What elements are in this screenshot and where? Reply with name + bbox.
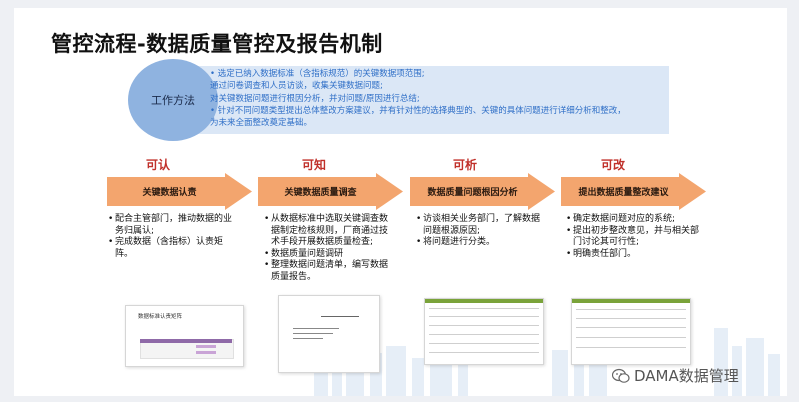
stage-bullets-3: •访谈相关业务部门，了解数据问题根源原因; •将问题进行分类。 xyxy=(416,214,548,249)
table-header-bar xyxy=(140,339,232,343)
table-row xyxy=(429,316,539,317)
table-row xyxy=(576,347,686,348)
stage-label-4: 可改 xyxy=(601,158,626,172)
method-text: • 选定已纳入数据标准（含指标规范）的关键数据项范围; 通过问卷调查和人员访谈，… xyxy=(210,68,680,129)
table-row xyxy=(576,318,686,319)
stage-arrow-3: 数据质量问题根因分析 xyxy=(410,173,555,210)
document-title: 数据标准认责矩阵 xyxy=(138,314,183,320)
table-row xyxy=(576,327,686,328)
slide-title: 管控流程-数据质量管控及报告机制 xyxy=(51,32,383,56)
list-item: •明确责任部门。 xyxy=(566,248,637,259)
list-item: •从数据标准中选取关键调查数据制定检核规则，厂商通过技术手段开展数据质量检查; xyxy=(264,214,389,248)
stage-bullets-4: •确定数据问题对应的系统; •提出初步整改意见，并与相关部门讨论其可行性; •明… xyxy=(566,214,701,260)
list-item: •将问题进行分类。 xyxy=(416,237,496,248)
table-cell xyxy=(196,351,216,354)
table-row xyxy=(429,352,539,353)
list-item: •数据质量问题调研 xyxy=(264,248,344,259)
stage-arrow-4: 提出数据质量整改建议 xyxy=(561,173,706,210)
method-line: • 选定已纳入数据标准（含指标规范）的关键数据项范围; xyxy=(210,69,425,79)
list-item: •确定数据问题对应的系统; xyxy=(566,214,676,224)
table-cell xyxy=(196,345,216,348)
stage-arrow-1: 关键数据认责 xyxy=(107,173,252,210)
stage-bullets-2: •从数据标准中选取关键调查数据制定检核规则，厂商通过技术手段开展数据质量检查; … xyxy=(264,214,396,284)
method-line: 为未来全面整改奠定基础。 xyxy=(210,118,313,129)
stage-arrow-label-4: 提出数据质量整改建议 xyxy=(578,188,669,198)
watermark: DAMA数据管理 xyxy=(612,365,739,386)
stage-arrow-label-2: 关键数据质量调查 xyxy=(284,188,357,198)
list-item: •整理数据问题清单，编写数据质量报告。 xyxy=(264,260,389,282)
document-thumbnail-3 xyxy=(424,298,544,365)
table-row xyxy=(576,337,686,338)
stage-arrow-label-1: 关键数据认责 xyxy=(142,188,197,198)
watermark-text: DAMA数据管理 xyxy=(634,367,739,385)
method-label: 工作方法 xyxy=(151,94,195,107)
stage-bullets-1: •配合主管部门，推动数据的业务归属认; •完成数据（含指标）认责矩阵。 xyxy=(108,214,236,260)
list-item: •完成数据（含指标）认责矩阵。 xyxy=(108,237,224,259)
table-header-bar xyxy=(425,299,543,303)
table-row xyxy=(576,309,686,310)
text-line xyxy=(293,338,323,339)
method-line: 对关键数据问题进行根因分析，并对问题/原因进行总结; xyxy=(210,93,420,104)
stage-arrow-label-3: 数据质量问题根因分析 xyxy=(427,188,518,198)
stage-label-3: 可析 xyxy=(453,158,478,172)
method-panel xyxy=(169,66,669,134)
text-line xyxy=(293,333,333,334)
table-header-bar xyxy=(572,299,690,303)
table-row xyxy=(429,334,539,335)
text-line xyxy=(321,316,359,317)
table-row xyxy=(429,308,539,309)
method-line: • 针对不同问题类型提出总体整改方案建议，并有针对性的选择典型的、关键的具体问题… xyxy=(210,105,626,116)
list-item: •配合主管部门，推动数据的业务归属认; xyxy=(108,214,233,236)
slide: 管控流程-数据质量管控及报告机制 工作方法 • 选定已纳入数据标准（含指标规范）… xyxy=(14,8,787,396)
document-thumbnail-4 xyxy=(571,298,691,365)
wechat-icon xyxy=(612,368,630,383)
method-line: 通过问卷调查和人员访谈，收集关键数据问题; xyxy=(210,81,383,92)
table-row xyxy=(429,343,539,344)
stage-arrow-2: 关键数据质量调查 xyxy=(258,173,403,210)
table-row xyxy=(429,325,539,326)
stage-label-2: 可知 xyxy=(302,158,327,172)
document-thumbnail-1: 数据标准认责矩阵 xyxy=(125,305,244,367)
list-item: •提出初步整改意见，并与相关部门讨论其可行性; xyxy=(566,225,700,248)
stage-label-1: 可认 xyxy=(146,158,171,172)
document-thumbnail-2 xyxy=(278,295,380,373)
method-badge: 工作方法 xyxy=(128,59,218,141)
list-item: •访谈相关业务部门，了解数据问题根源原因; xyxy=(416,214,541,236)
text-line xyxy=(293,328,339,329)
